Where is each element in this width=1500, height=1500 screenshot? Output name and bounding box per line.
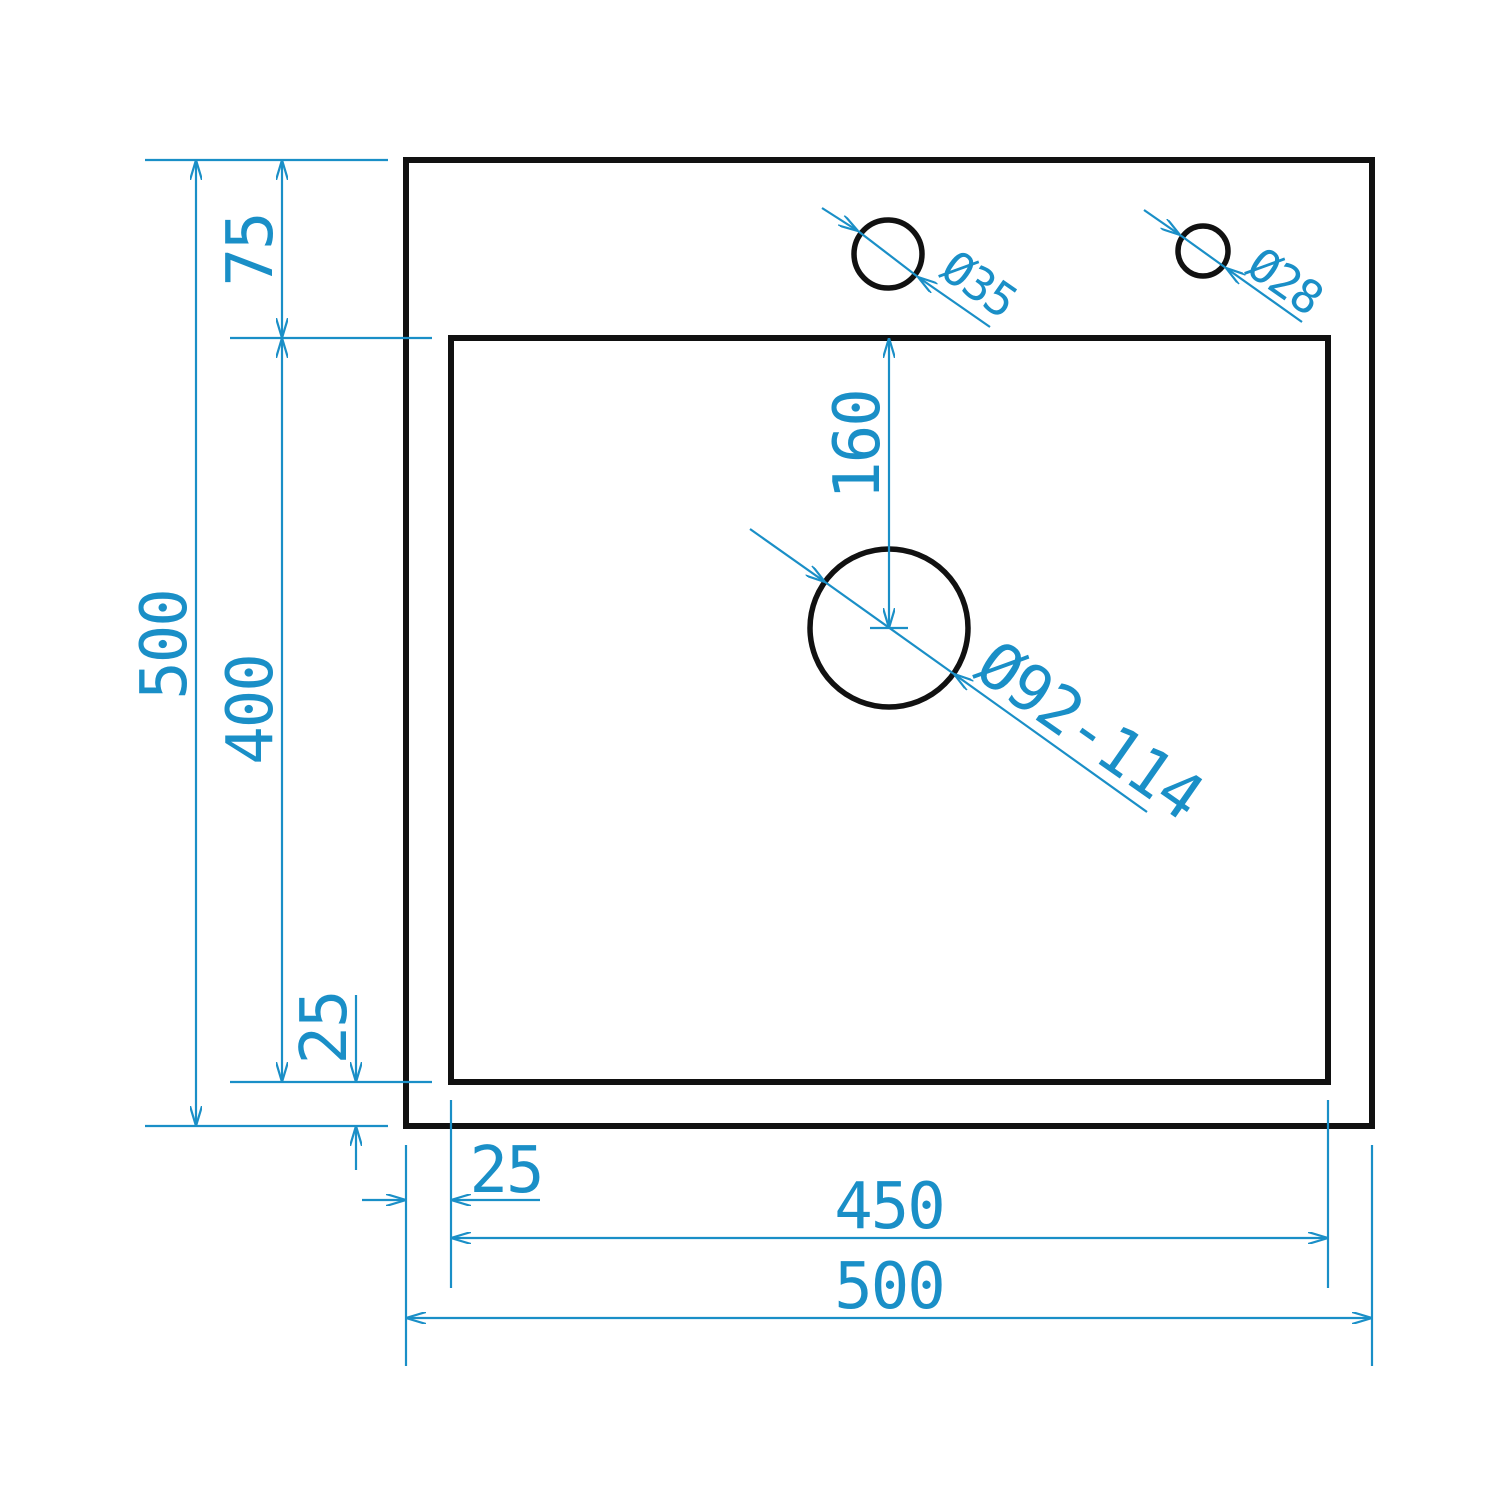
label-overall-width: 500 [834,1250,944,1324]
label-second-hole: Ø28 [1238,237,1332,325]
label-side-margin: 25 [469,1134,542,1208]
label-bowl-width: 450 [834,1170,944,1244]
label-drain-offset: 160 [821,390,895,500]
leader-tap-hole-out [918,277,991,328]
sink-outer-outline [403,157,1375,1129]
label-tap-hole: Ø35 [932,240,1026,328]
label-overall-height: 500 [128,590,202,700]
leader-drain-hole-out [954,674,1148,813]
label-drain-hole: Ø92-114 [963,627,1215,834]
leader-tap-hole-through [857,230,919,278]
leader-tap-hole-in [821,207,858,231]
leader-drain-hole-through [824,581,955,675]
tap-hole [851,217,925,291]
label-bowl-height: 400 [214,655,288,765]
leader-second-hole-out [1226,268,1303,323]
label-bottom-margin: 25 [288,991,362,1064]
leader-second-hole-through [1179,234,1227,269]
leader-drain-hole-in [749,528,825,582]
leader-second-hole-in [1143,209,1180,235]
second-hole [1175,223,1231,279]
label-top-margin: 75 [214,213,288,286]
